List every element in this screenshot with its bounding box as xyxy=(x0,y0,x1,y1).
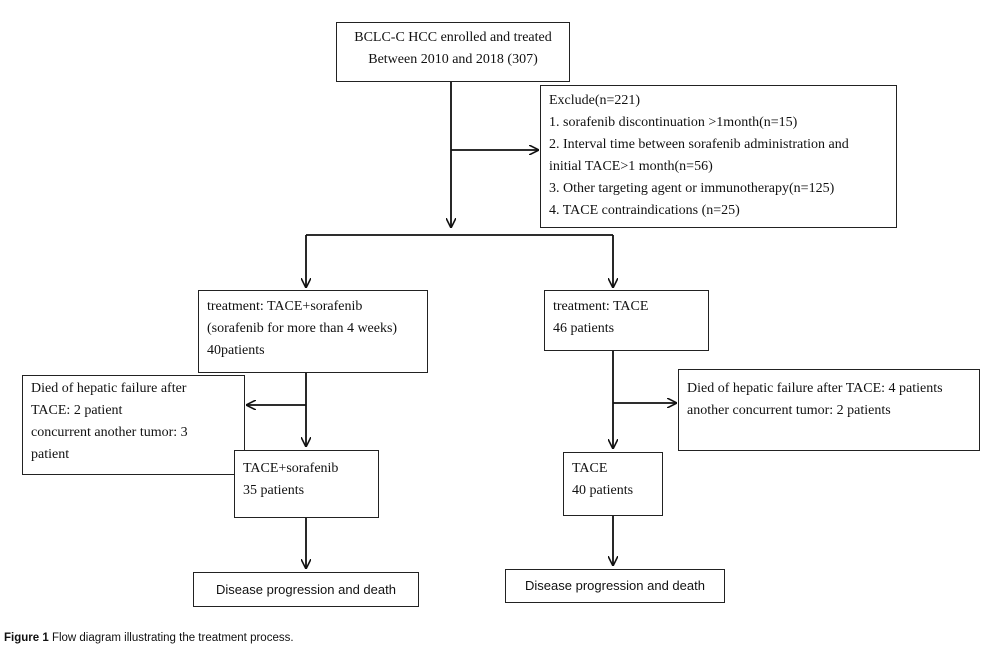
figure-caption: Figure 1 Flow diagram illustrating the t… xyxy=(4,632,294,644)
right-result-line: TACE xyxy=(572,461,608,476)
left-died-line: TACE: 2 patient xyxy=(31,403,123,418)
left-died-line: patient xyxy=(31,447,70,462)
right-died-line: Died of hepatic failure after TACE: 4 pa… xyxy=(687,381,943,396)
left-died-line: Died of hepatic failure after xyxy=(31,381,187,396)
right-treatment-line: treatment: TACE xyxy=(553,299,649,314)
exclude-title: Exclude(n=221) xyxy=(549,93,641,108)
exclude-box: Exclude(n=221) 1. sorafenib discontinuat… xyxy=(540,85,897,228)
left-treatment-line: 40patients xyxy=(207,343,265,358)
right-treatment-box: treatment: TACE 46 patients xyxy=(544,290,709,351)
exclude-item: 2. Interval time between sorafenib admin… xyxy=(549,137,849,152)
exclude-item: 4. TACE contraindications (n=25) xyxy=(549,203,740,218)
left-treatment-line: (sorafenib for more than 4 weeks) xyxy=(207,321,398,336)
right-result-box: TACE 40 patients xyxy=(563,452,663,516)
figure-label: Figure 1 xyxy=(4,632,49,644)
right-treatment-line: 46 patients xyxy=(553,321,615,336)
left-result-line: TACE+sorafenib xyxy=(243,461,339,476)
right-died-line: another concurrent tumor: 2 patients xyxy=(687,403,891,418)
right-died-box: Died of hepatic failure after TACE: 4 pa… xyxy=(678,369,980,451)
left-treatment-box: treatment: TACE+sorafenib (sorafenib for… xyxy=(198,290,428,373)
left-outcome-box: Disease progression and death xyxy=(193,572,419,607)
exclude-item: initial TACE>1 month(n=56) xyxy=(549,159,713,174)
left-died-line: concurrent another tumor: 3 xyxy=(31,425,188,440)
left-treatment-line: treatment: TACE+sorafenib xyxy=(207,299,363,314)
figure-caption-text: Flow diagram illustrating the treatment … xyxy=(51,632,294,644)
enrolled-line: BCLC-C HCC enrolled and treated xyxy=(354,30,552,45)
right-outcome-box: Disease progression and death xyxy=(505,569,725,603)
enrolled-box: BCLC-C HCC enrolled and treated Between … xyxy=(336,22,570,82)
left-result-box: TACE+sorafenib 35 patients xyxy=(234,450,379,518)
right-outcome-text: Disease progression and death xyxy=(525,578,705,593)
enrolled-line: Between 2010 and 2018 (307) xyxy=(368,52,538,67)
exclude-item: 3. Other targeting agent or immunotherap… xyxy=(549,181,835,196)
right-result-line: 40 patients xyxy=(572,483,634,498)
left-outcome-text: Disease progression and death xyxy=(216,582,396,597)
exclude-item: 1. sorafenib discontinuation >1month(n=1… xyxy=(549,115,798,130)
left-died-box: Died of hepatic failure after TACE: 2 pa… xyxy=(22,375,245,475)
left-result-line: 35 patients xyxy=(243,483,305,498)
